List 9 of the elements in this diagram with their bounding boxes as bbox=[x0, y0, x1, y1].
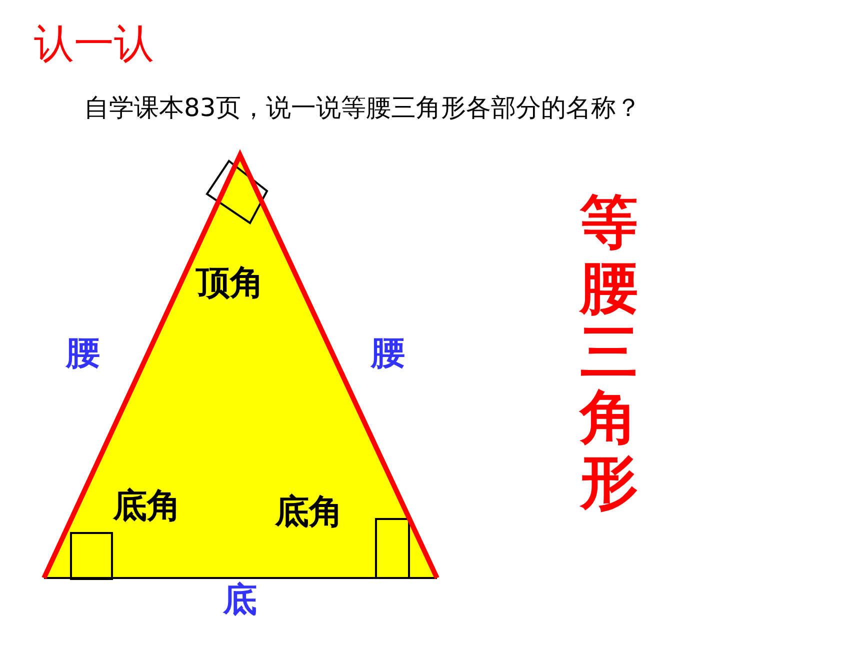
side-label: 腰 bbox=[66, 335, 100, 372]
angle-label: 底角 bbox=[113, 488, 181, 526]
slide-title: 认一认 bbox=[34, 22, 154, 66]
side-label: 腰 bbox=[371, 335, 405, 372]
side-label: 底 bbox=[223, 582, 257, 620]
question-text: 自学课本83页，说一说等腰三角形各部分的名称？ bbox=[84, 94, 641, 122]
angle-label: 顶角 bbox=[196, 265, 264, 302]
vertical-heading: 等腰三角形 bbox=[580, 190, 638, 515]
angle-label: 底角 bbox=[275, 494, 343, 532]
